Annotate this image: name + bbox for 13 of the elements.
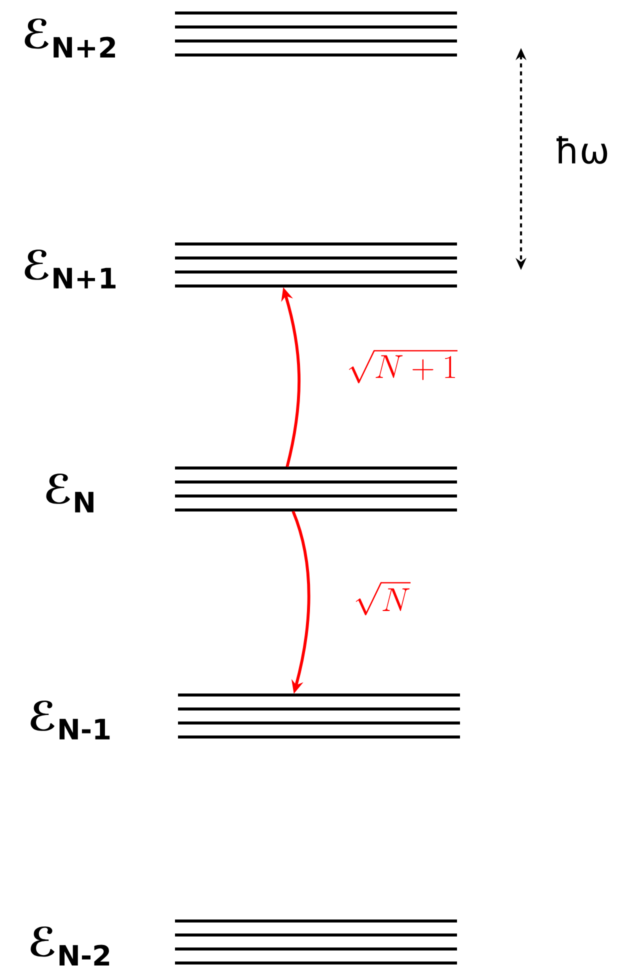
energy-level-bar — [175, 920, 457, 964]
energy-level-bar — [175, 12, 457, 56]
edge-label: $\sqrt{N}$ — [356, 582, 411, 616]
edge-label: $\sqrt{N+1}$ — [348, 350, 458, 384]
level-label: ℰ$_{N-1}$ — [30, 700, 110, 740]
energy-level-bar — [175, 242, 457, 288]
level-label: ℰ$_{N+2}$ — [24, 18, 115, 58]
level-label: ℰ$_{N-2}$ — [30, 926, 110, 966]
spacing-label: ħω — [556, 136, 608, 164]
energy-level-bar — [175, 466, 457, 512]
level-label: ℰ$_{N}$ — [46, 474, 94, 512]
energy-level-bar — [178, 694, 460, 738]
level-label: ℰ$_{N+1}$ — [24, 250, 116, 288]
